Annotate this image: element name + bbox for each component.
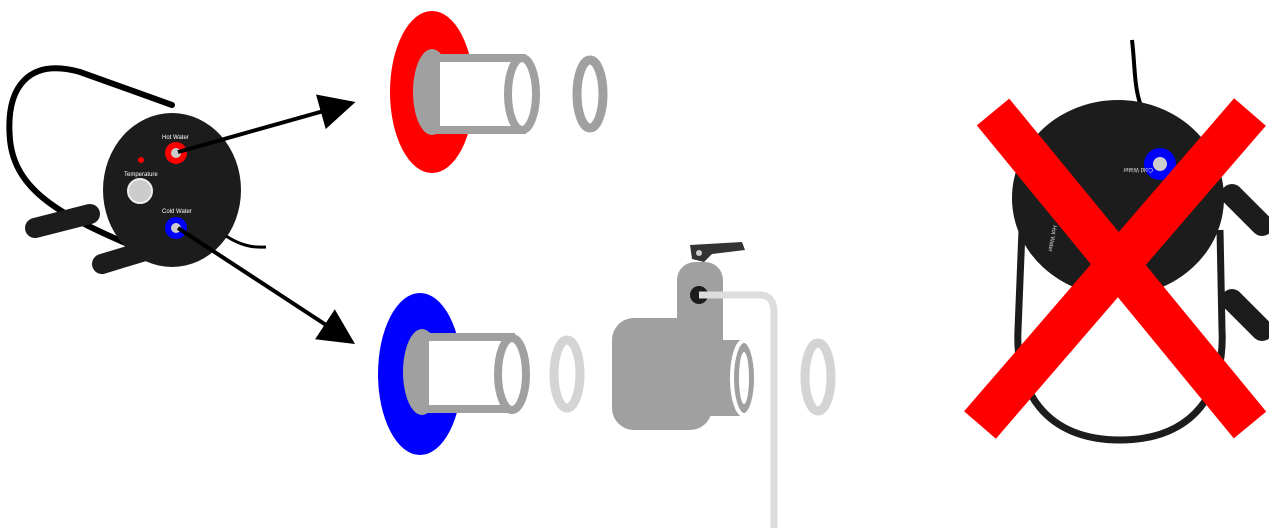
temperature-knob: [127, 178, 153, 204]
cold-water-label: Cold Water: [162, 209, 192, 215]
cold-washer: [549, 335, 585, 413]
heater-foot: [25, 204, 100, 238]
valve-lever: [690, 242, 745, 262]
hot-water-fitting-icon: [390, 11, 608, 173]
hot-water-label-flipped: Hot Water: [1046, 225, 1057, 252]
drain-hose: [699, 291, 778, 528]
cold-water-label-flipped: Cold Water: [1123, 166, 1153, 172]
valve-washer: [800, 338, 836, 416]
arrow-to-cold-fitting: [176, 226, 356, 344]
indicator-light: [138, 157, 144, 163]
hot-washer: [572, 55, 608, 133]
heater-front-panel: [103, 113, 241, 267]
cold-water-valve-icon: [378, 242, 836, 528]
temperature-label: Temperature: [124, 172, 158, 178]
arrow-to-hot-fitting: [177, 94, 356, 154]
hot-water-label: Hot Water: [162, 135, 189, 141]
safety-valve: [612, 242, 778, 528]
red-cross-icon: [964, 98, 1267, 439]
heater-front-panel-upside-down: [1012, 100, 1224, 296]
water-heater-icon: Hot Water Temperature Cold Water: [6, 65, 267, 274]
